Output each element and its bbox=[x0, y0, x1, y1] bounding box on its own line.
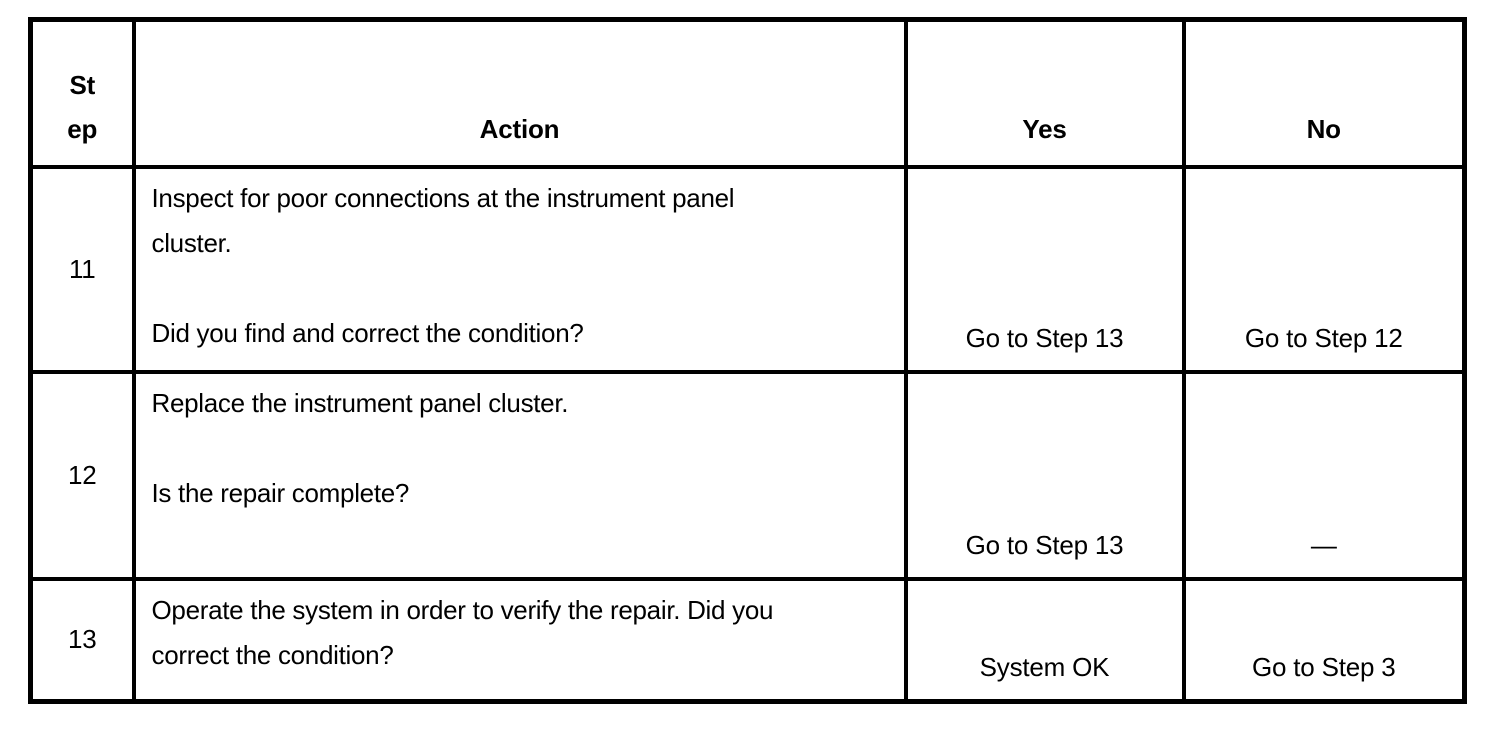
yes-result: Go to Step 13 bbox=[903, 164, 1186, 374]
yes-result: System OK bbox=[903, 576, 1186, 704]
header-no: No bbox=[1181, 17, 1467, 169]
header-yes: Yes bbox=[903, 17, 1186, 169]
no-result: Go to Step 12 bbox=[1181, 164, 1467, 374]
table-row: 12 Replace the instrument panel cluster.… bbox=[28, 369, 1467, 581]
header-step: St ep bbox=[28, 17, 136, 169]
no-result: — bbox=[1181, 369, 1467, 581]
action-text: Inspect for poor connections at the inst… bbox=[131, 164, 908, 374]
step-number: 11 bbox=[28, 164, 136, 374]
table-row: 11 Inspect for poor connections at the i… bbox=[28, 164, 1467, 374]
table-row: 13 Operate the system in order to verify… bbox=[28, 576, 1467, 704]
troubleshooting-table: St ep Action Yes No 11 Inspect for poor … bbox=[28, 17, 1467, 704]
header-action: Action bbox=[131, 17, 908, 169]
yes-result: Go to Step 13 bbox=[903, 369, 1186, 581]
action-text: Operate the system in order to verify th… bbox=[131, 576, 908, 704]
no-result: Go to Step 3 bbox=[1181, 576, 1467, 704]
step-number: 12 bbox=[28, 369, 136, 581]
action-text: Replace the instrument panel cluster. Is… bbox=[131, 369, 908, 581]
table-header-row: St ep Action Yes No bbox=[28, 17, 1467, 169]
step-number: 13 bbox=[28, 576, 136, 704]
